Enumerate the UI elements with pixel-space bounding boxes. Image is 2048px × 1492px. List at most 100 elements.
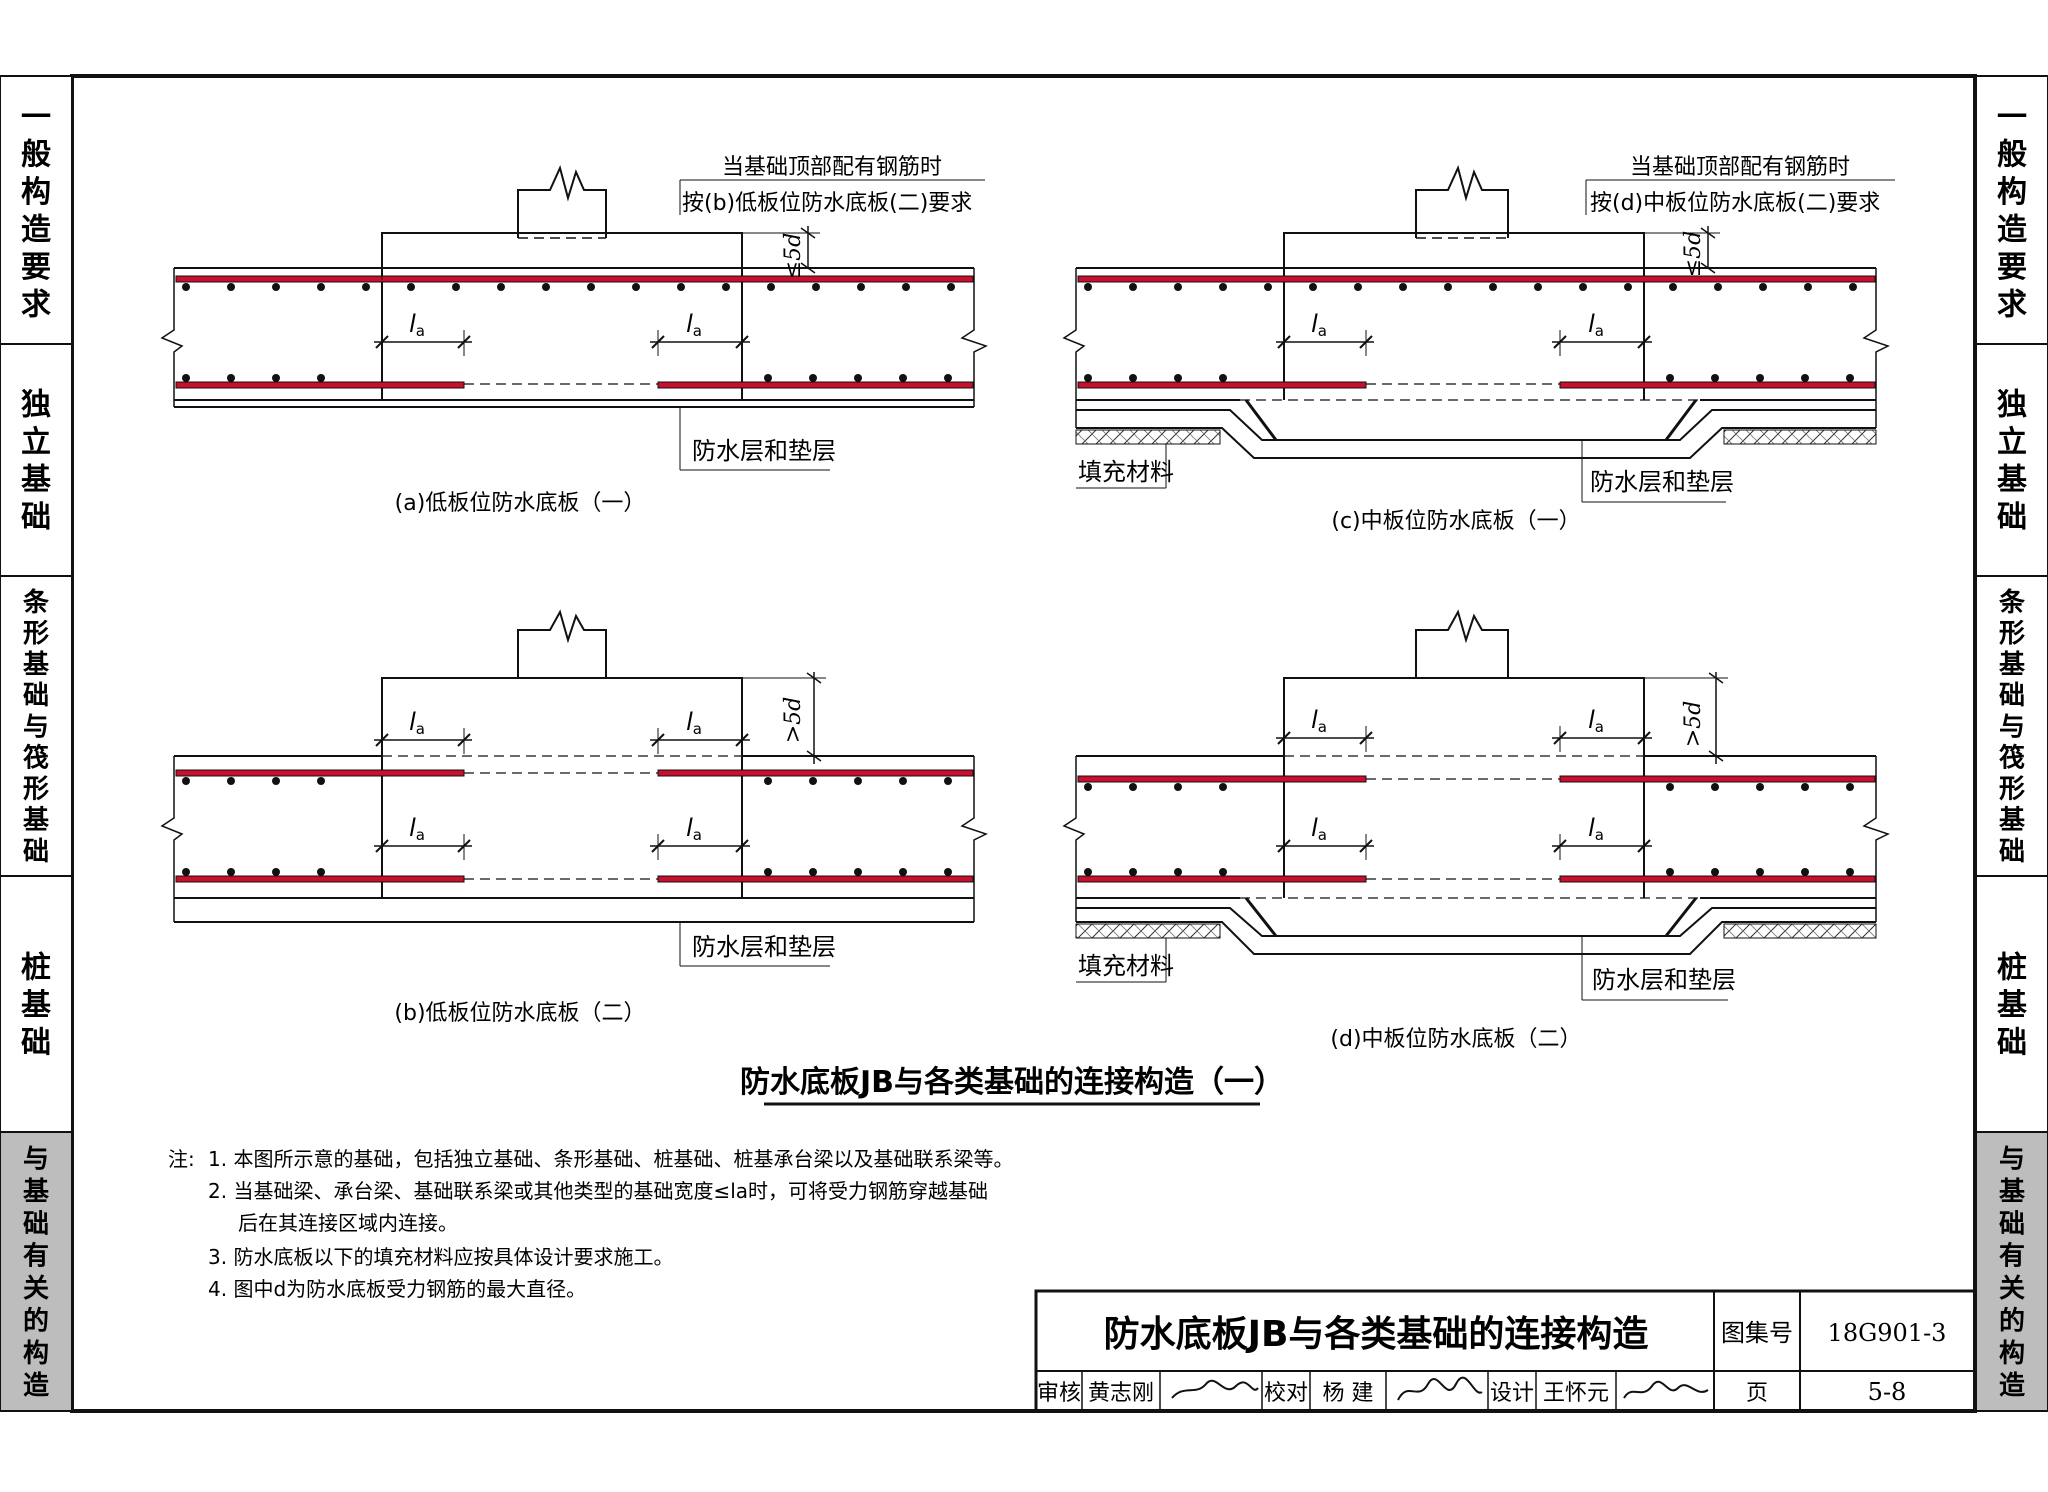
rebar-dot — [899, 868, 907, 876]
checker-signature — [1397, 1376, 1483, 1401]
lap-length-dim: la — [1276, 310, 1374, 356]
side-tab-label: 一般构造要求 — [21, 100, 51, 322]
side-tab-3[interactable]: 条形基础与筏形基础 — [0, 575, 73, 877]
rebar-dots — [1666, 374, 1854, 382]
side-tab-3[interactable]: 条形基础与筏形基础 — [1975, 575, 2048, 877]
side-tab-2[interactable]: 独立基础 — [0, 343, 73, 577]
lap-length-dim: la — [650, 814, 750, 860]
fill-material-hatch-right — [1723, 429, 1877, 445]
rebar-dot — [1711, 374, 1719, 382]
svg-text:防水层和垫层: 防水层和垫层 — [1590, 468, 1734, 496]
fill-material-hatch-left — [1075, 429, 1221, 445]
rebar-dot — [542, 283, 550, 291]
svg-text:设计: 设计 — [1490, 1381, 1534, 1406]
rebar-dot — [227, 283, 235, 291]
side-tab-1[interactable]: 一般构造要求 — [0, 75, 73, 345]
rebar-dot — [809, 868, 817, 876]
lap-length-dim: la — [1552, 814, 1652, 860]
svg-text:≤5d: ≤5d — [1681, 231, 1706, 278]
side-tab-label: 与基础有关的构造 — [1999, 1145, 2026, 1402]
note-2-cont: 后在其连接区域内连接。 — [238, 1211, 458, 1235]
svg-text:按(d)中板位防水底板(二)要求: 按(d)中板位防水底板(二)要求 — [1590, 191, 1880, 216]
rebar-dot — [1354, 283, 1362, 291]
lap-length-label: la — [1311, 310, 1327, 340]
rebar-dots — [764, 777, 952, 785]
note-3: 3. 防水底板以下的填充材料应按具体设计要求施工。 — [208, 1245, 673, 1269]
rebar-dot — [587, 283, 595, 291]
rebar-dot — [1714, 283, 1722, 291]
rebar-dot — [1489, 283, 1497, 291]
rebar-dot — [317, 868, 325, 876]
rebar-dots — [1084, 783, 1227, 791]
note-2: 2. 当基础梁、承台梁、基础联系梁或其他类型的基础宽度≤la时，可将受力钢筋穿越… — [208, 1179, 988, 1203]
designer-signature — [1623, 1380, 1709, 1399]
side-tab-label: 条形基础与筏形基础 — [1999, 588, 2026, 867]
rebar-dot — [1579, 283, 1587, 291]
svg-text:防水层和垫层: 防水层和垫层 — [692, 933, 836, 961]
note-line-1: 当基础顶部配有钢筋时 — [722, 155, 942, 180]
page-number: 5-8 — [1868, 1378, 1907, 1406]
lap-length-label: la — [1588, 814, 1604, 844]
designer-name: 王怀元 — [1543, 1381, 1609, 1406]
break-line-left — [160, 268, 184, 407]
rebar-dot — [764, 777, 772, 785]
lap-length-label: la — [409, 310, 425, 340]
rebar-dot — [317, 374, 325, 382]
side-tab-4[interactable]: 桩基础 — [1975, 875, 2048, 1133]
side-tab-2[interactable]: 独立基础 — [1975, 343, 2048, 577]
svg-text:当基础顶部配有钢筋时: 当基础顶部配有钢筋时 — [1630, 155, 1850, 180]
rebar-dot — [1624, 283, 1632, 291]
rebar-dot — [677, 283, 685, 291]
rebar-dot — [1129, 868, 1137, 876]
rebar-dot — [809, 374, 817, 382]
lap-length-label: la — [686, 310, 702, 340]
column-outline — [517, 165, 607, 238]
side-tab-label: 桩基础 — [1997, 950, 2027, 1060]
svg-text:校对: 校对 — [1264, 1381, 1308, 1406]
side-tab-5[interactable]: 与基础有关的构造 — [1975, 1131, 2048, 1412]
rebar-dots — [182, 374, 325, 382]
rebar-dots — [764, 374, 952, 382]
caption-a: (a)低板位防水底板（一） — [395, 491, 646, 516]
rebar-dot — [1669, 283, 1677, 291]
rebar-dot — [182, 777, 190, 785]
side-tab-5[interactable]: 与基础有关的构造 — [0, 1131, 73, 1412]
side-tab-1[interactable]: 一般构造要求 — [1975, 75, 2048, 345]
rebar-dot — [1084, 868, 1092, 876]
svg-text:>5d: >5d — [781, 697, 806, 744]
lap-length-dim: la — [1276, 706, 1374, 752]
rebar-dot — [1759, 283, 1767, 291]
atlas-label: 图集号 — [1721, 1319, 1793, 1347]
svg-text:防水层和垫层: 防水层和垫层 — [1592, 966, 1736, 994]
rebar-dot — [497, 283, 505, 291]
rebar-dot — [272, 777, 280, 785]
side-tab-label: 条形基础与筏形基础 — [23, 588, 50, 867]
rebar-dot — [1219, 283, 1227, 291]
lap-length-dim: la — [650, 310, 750, 356]
rebar-dot — [812, 283, 820, 291]
rebar-dot — [1711, 868, 1719, 876]
footing-outline — [381, 232, 743, 400]
rebar-dot — [764, 374, 772, 382]
rebar-dot — [902, 283, 910, 291]
rebar-dot — [1846, 868, 1854, 876]
rebar-dot — [272, 868, 280, 876]
lap-length-label: la — [409, 814, 425, 844]
lap-length-label: la — [686, 814, 702, 844]
break-line-right — [960, 268, 988, 407]
lap-length-dim: la — [374, 814, 472, 860]
layer-label: 防水层和垫层 — [692, 437, 836, 465]
rebar-dot — [764, 868, 772, 876]
rebar-dot — [1666, 868, 1674, 876]
diagram-c: la la ≤5d 当基础顶部配有钢筋时 按(d)中板位防水底板(二)要求 防水… — [1062, 155, 1895, 534]
diagram-b: la la la la >5d 防水层和垫层 (b)低板位防水底板（二） — [160, 609, 988, 1026]
rebar-dots — [1084, 868, 1227, 876]
rebar-dot — [1444, 283, 1452, 291]
rebar-dot — [1846, 783, 1854, 791]
side-tab-4[interactable]: 桩基础 — [0, 875, 73, 1133]
notes-prefix: 注: — [168, 1147, 195, 1171]
svg-text:填充材料: 填充材料 — [1078, 952, 1174, 980]
